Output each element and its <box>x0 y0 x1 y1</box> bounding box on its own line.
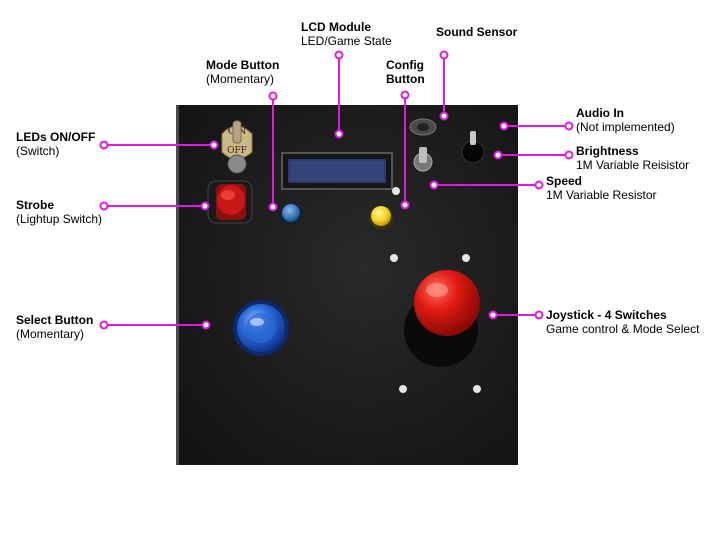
lcd-module-label: LCD Module LED/Game State <box>301 20 392 48</box>
lcd-module-title: LCD Module <box>301 20 371 34</box>
joystick-title: Joystick - 4 Switches <box>546 308 667 322</box>
config-button[interactable] <box>369 206 393 230</box>
mode-button-subtitle: (Momentary) <box>206 72 275 86</box>
joystick-subtitle: Game control & Mode Select <box>546 322 700 336</box>
speed-title: Speed <box>546 174 583 188</box>
leds-toggle-switch[interactable]: ON OFF <box>221 120 253 174</box>
joystick[interactable] <box>404 270 480 367</box>
speed-subtitle: 1M Variable Resistor <box>546 188 657 202</box>
toggle-off-text: OFF <box>227 146 247 156</box>
screw <box>462 254 470 262</box>
mode-button-title: Mode Button <box>206 58 280 72</box>
select-button-label: Select Button (Momentary) <box>16 313 93 341</box>
strobe-lightup-switch[interactable] <box>207 180 253 224</box>
mode-button[interactable] <box>280 203 302 225</box>
sound-sensor <box>409 118 437 136</box>
leds-switch-subtitle: (Switch) <box>16 144 60 158</box>
select-button-title: Select Button <box>16 313 94 327</box>
strobe-label: Strobe (Lightup Switch) <box>16 198 102 226</box>
select-button-subtitle: (Momentary) <box>16 327 85 341</box>
audio-in-subtitle: (Not implemented) <box>576 120 675 134</box>
joystick-label: Joystick - 4 Switches Game control & Mod… <box>546 308 699 336</box>
lcd-module <box>281 152 393 190</box>
audio-in-title: Audio In <box>576 106 624 120</box>
brightness-label: Brightness 1M Variable Reisistor <box>576 144 689 172</box>
leds-switch-title: LEDs ON/OFF <box>16 130 96 144</box>
leds-switch-label: LEDs ON/OFF (Switch) <box>16 130 95 158</box>
brightness-knob[interactable] <box>461 131 485 164</box>
screw <box>390 254 398 262</box>
strobe-subtitle: (Lightup Switch) <box>16 212 103 226</box>
sound-sensor-title: Sound Sensor <box>436 25 518 39</box>
select-button[interactable] <box>233 300 289 356</box>
brightness-subtitle: 1M Variable Reisistor <box>576 158 690 172</box>
config-button-label: Config Button <box>386 58 425 86</box>
brightness-title: Brightness <box>576 144 639 158</box>
config-button-subtitle: Button <box>386 72 425 86</box>
screw <box>473 385 481 393</box>
config-button-title: Config <box>386 58 424 72</box>
speed-label: Speed 1M Variable Resistor <box>546 174 656 202</box>
mode-button-label: Mode Button (Momentary) <box>206 58 279 86</box>
sound-sensor-label: Sound Sensor <box>436 25 517 39</box>
strobe-title: Strobe <box>16 198 55 212</box>
panel-screws <box>390 187 481 393</box>
audio-in-label: Audio In (Not implemented) <box>576 106 675 134</box>
lcd-module-subtitle: LED/Game State <box>301 34 392 48</box>
screw <box>399 385 407 393</box>
speed-knob[interactable] <box>413 147 433 172</box>
screw <box>392 187 400 195</box>
callout-lines <box>99 50 574 330</box>
